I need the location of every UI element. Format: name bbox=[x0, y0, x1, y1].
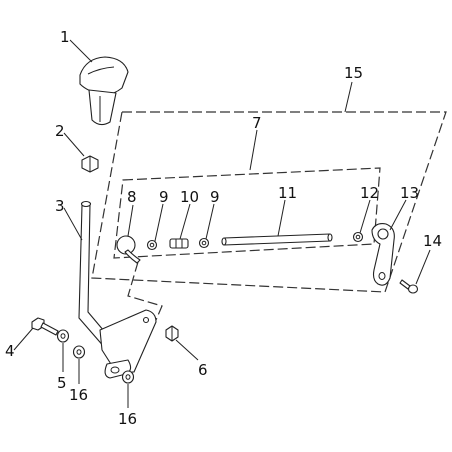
nut-12 bbox=[352, 231, 364, 243]
callout-15: 15 bbox=[344, 64, 363, 82]
shift-knob bbox=[79, 56, 129, 126]
callout-3: 3 bbox=[55, 197, 65, 215]
bolt bbox=[31, 317, 59, 336]
callout-10: 10 bbox=[180, 188, 199, 206]
nut-9-right bbox=[198, 237, 210, 249]
callout-7: 7 bbox=[252, 114, 262, 132]
callout-5: 5 bbox=[57, 374, 67, 392]
screw-14 bbox=[399, 279, 419, 294]
nut-6 bbox=[165, 325, 179, 342]
ball-joint bbox=[116, 235, 141, 264]
callout-6: 6 bbox=[198, 361, 208, 379]
subassembly-outline-7 bbox=[113, 167, 381, 259]
callout-13: 13 bbox=[400, 184, 419, 202]
washer-5 bbox=[56, 329, 70, 343]
callout-11: 11 bbox=[278, 184, 297, 202]
callout-12: 12 bbox=[360, 184, 379, 202]
callout-16-right: 16 bbox=[118, 410, 137, 428]
leader-lines bbox=[13, 39, 431, 408]
callout-9-right: 9 bbox=[210, 188, 220, 206]
assembly-outline-15 bbox=[91, 111, 447, 293]
nut-9-left bbox=[146, 239, 158, 251]
connecting-rod bbox=[221, 233, 333, 246]
knob-nut bbox=[81, 155, 99, 173]
washer-16-right bbox=[121, 370, 135, 384]
callout-8: 8 bbox=[127, 188, 137, 206]
connector-stud bbox=[169, 238, 189, 249]
callout-1: 1 bbox=[60, 28, 70, 46]
washer-16-left bbox=[72, 345, 86, 359]
callout-14: 14 bbox=[423, 232, 442, 250]
callout-9-left: 9 bbox=[159, 188, 169, 206]
callout-16-left: 16 bbox=[69, 386, 88, 404]
shift-arm bbox=[371, 223, 395, 286]
callout-2: 2 bbox=[55, 122, 65, 140]
link-dashed bbox=[127, 261, 163, 321]
callout-4: 4 bbox=[5, 342, 15, 360]
